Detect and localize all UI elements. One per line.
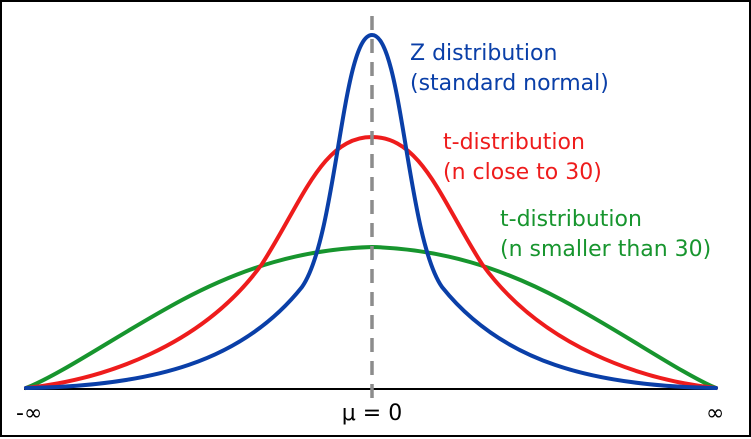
t-small-label-line2: (n smaller than 30)	[500, 237, 711, 262]
t-small-label-line1: t-distribution	[500, 207, 642, 232]
axis-center-label: μ = 0	[342, 401, 402, 426]
z-label-line1: Z distribution	[410, 41, 557, 66]
t-close-label-line1: t-distribution	[443, 130, 585, 155]
t-close-label-line2: (n close to 30)	[443, 160, 602, 185]
axis-left-label: -∞	[16, 401, 42, 426]
z-label-line2: (standard normal)	[410, 71, 609, 96]
z-distribution-curve	[24, 33, 718, 390]
axis-right-label: ∞	[706, 401, 724, 426]
